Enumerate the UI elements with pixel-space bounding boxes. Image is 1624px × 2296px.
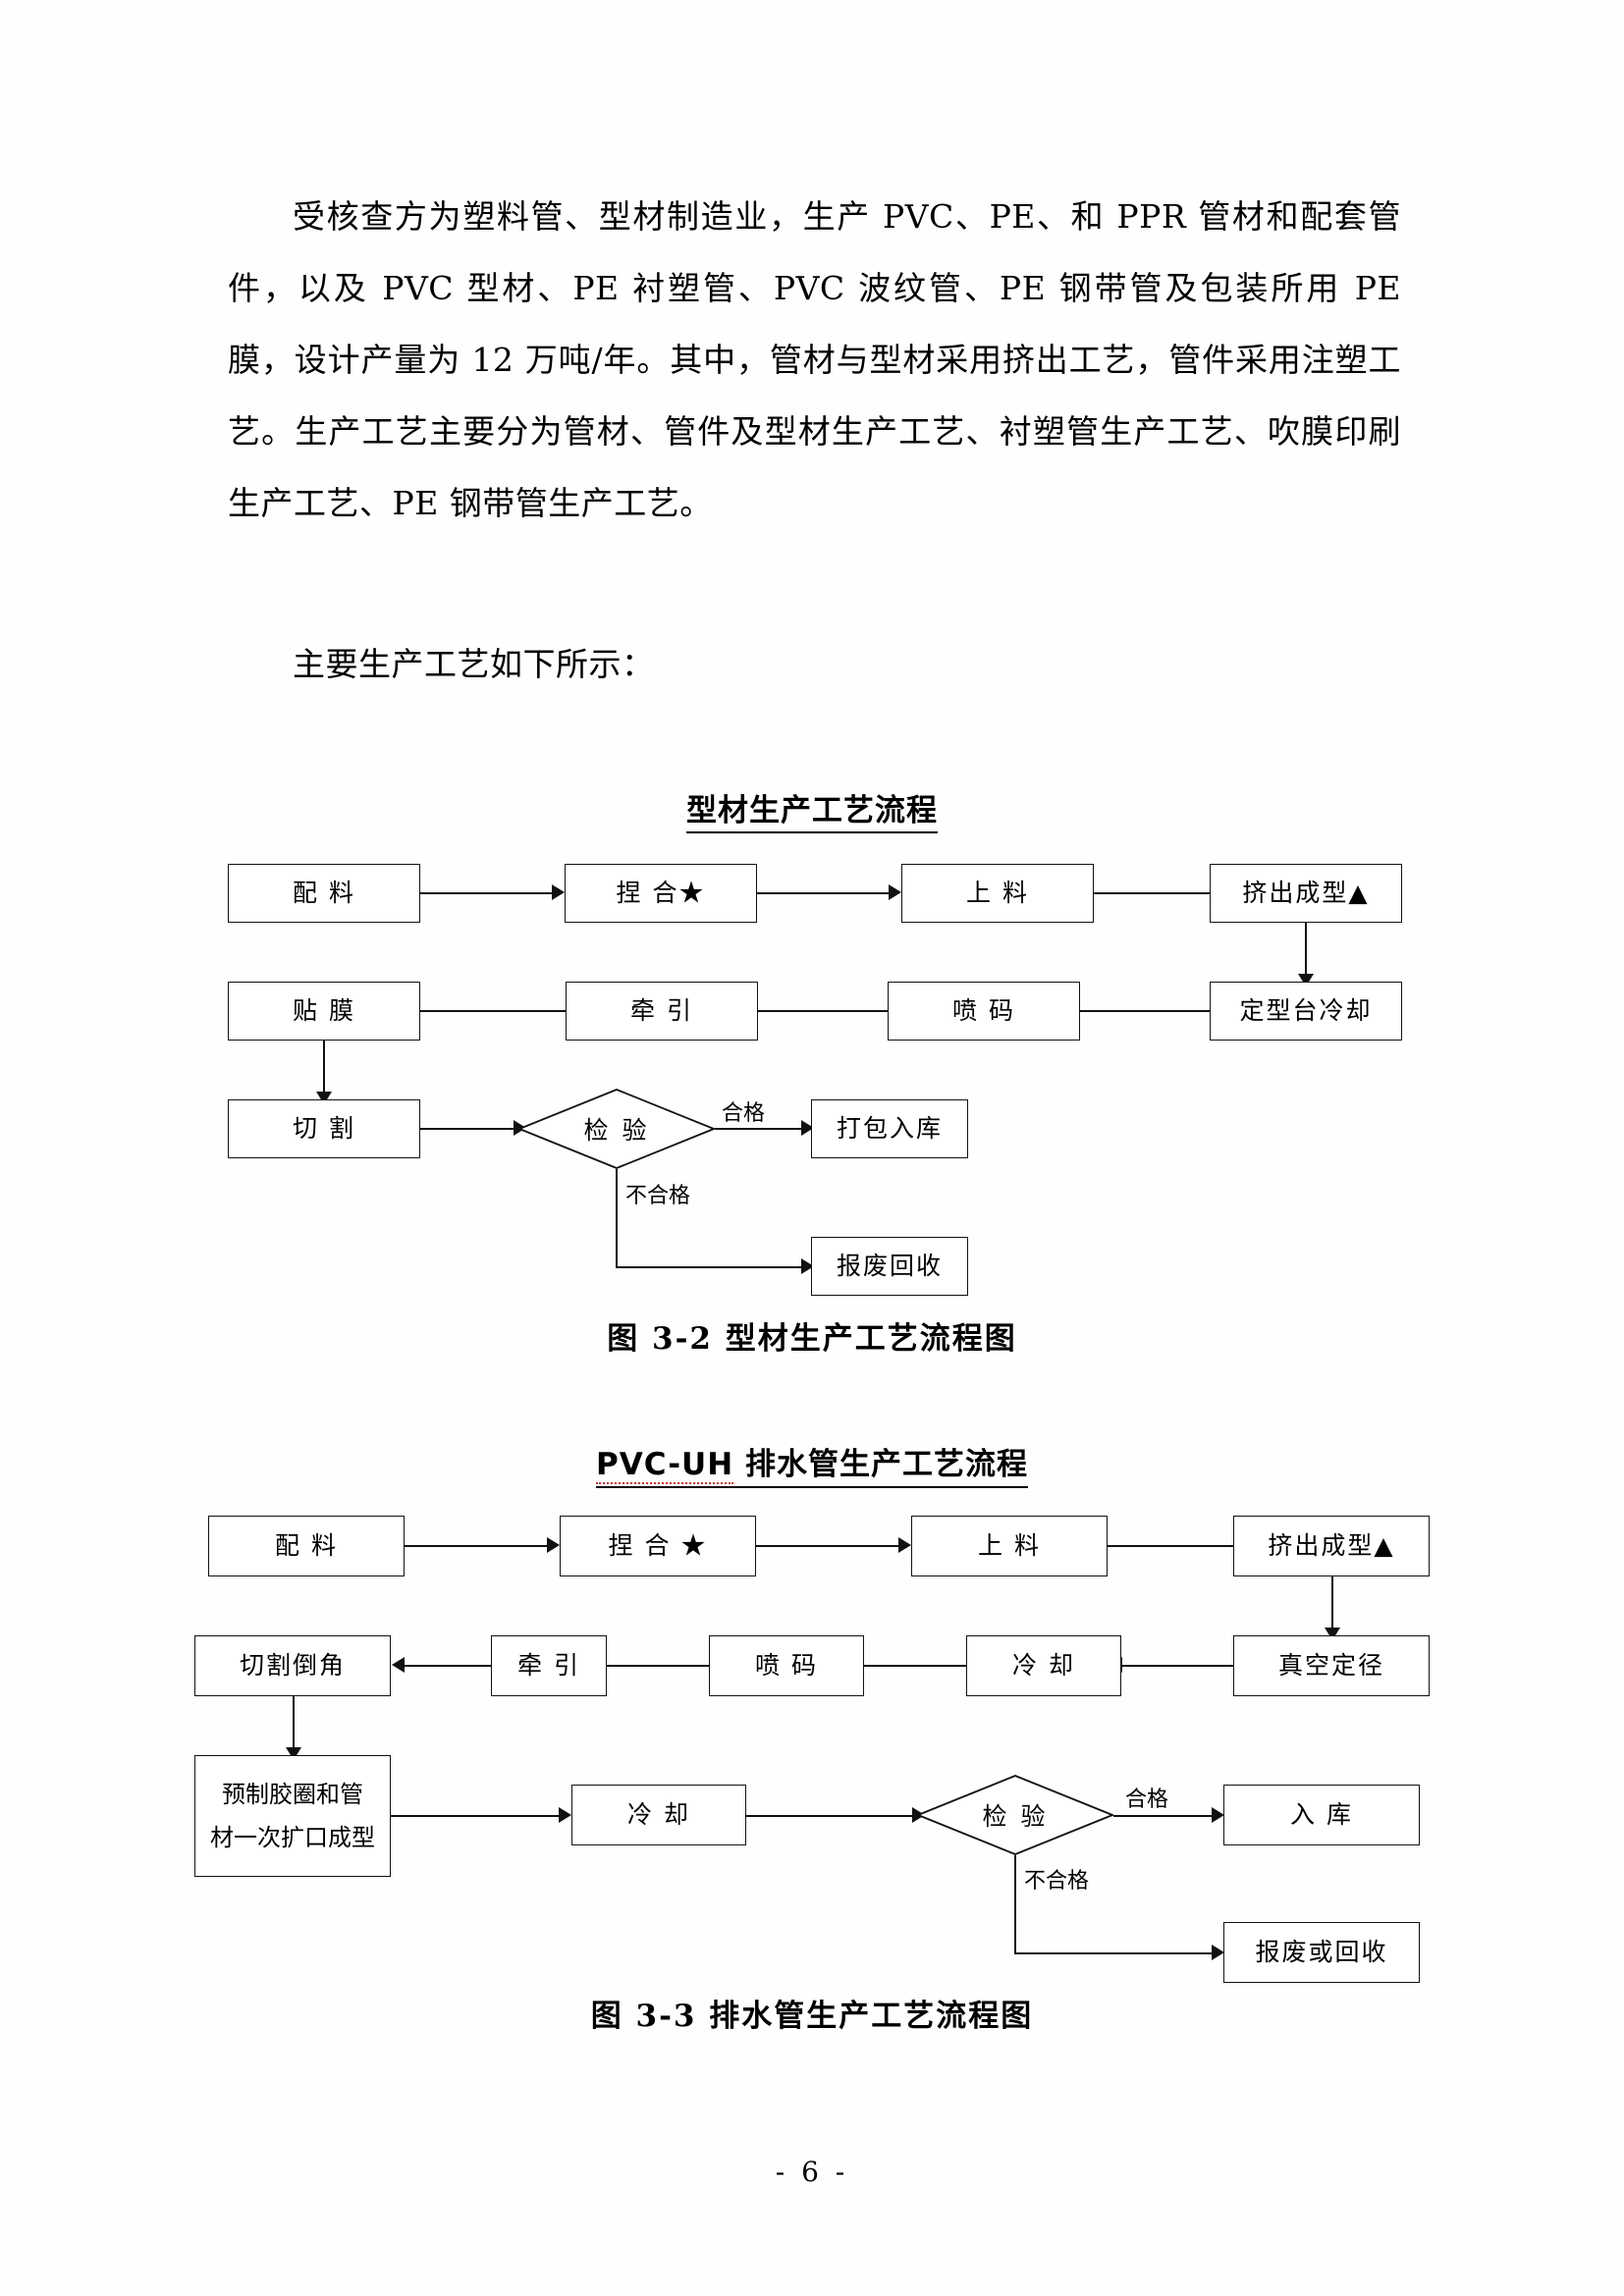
flow1-edge-6 xyxy=(758,1010,888,1012)
flow1-node-dabaoruku: 打包入库 xyxy=(811,1099,968,1158)
flow1-edge-9 xyxy=(420,1128,514,1130)
flow2-arrow-2 xyxy=(898,1537,911,1553)
flowchart2-caption: 图 3-3 排水管生产工艺流程图 xyxy=(590,1999,1034,2034)
flow1-edge-pass xyxy=(715,1128,801,1130)
flow1-node-peiliao: 配 料 xyxy=(228,864,420,923)
flow2-node-baofeihuishou: 报废或回收 xyxy=(1223,1922,1420,1983)
flow2-node-ruku: 入 库 xyxy=(1223,1785,1420,1845)
flow1-edge-1 xyxy=(420,892,552,894)
flow2-edge-label-pass: 合格 xyxy=(1125,1788,1169,1812)
flow1-edge-fail-h xyxy=(616,1266,801,1268)
diamond-shape-icon xyxy=(518,1089,715,1169)
flowchart1-title-text: 型材生产工艺流程 xyxy=(686,785,938,833)
flow2-arrow-pass xyxy=(1212,1807,1224,1823)
flow2-node-niehe: 捏 合 ★ xyxy=(560,1516,756,1576)
flow2-arrow-1 xyxy=(547,1537,560,1553)
flowchart2-title: PVC-UH 排水管生产工艺流程 xyxy=(0,1439,1624,1488)
flowchart2-title-rest: 排水管生产工艺流程 xyxy=(733,1447,1028,1482)
diamond-shape-icon xyxy=(917,1775,1113,1855)
flow2-node-qianyin: 牵 引 xyxy=(491,1635,607,1696)
flow2-node-zhenkongdingjing: 真空定径 xyxy=(1233,1635,1430,1696)
flow2-edge-label-fail: 不合格 xyxy=(1024,1869,1090,1894)
flow2-node-yuzhijiaoquan: 预制胶圈和管 材一次扩口成型 xyxy=(194,1755,391,1877)
flow2-node-yuzhijiaoquan-line2: 材一次扩口成型 xyxy=(210,1824,375,1851)
flow2-decision-label: 检 验 xyxy=(982,1802,1049,1831)
page-number: - 6 - xyxy=(775,2156,849,2188)
flow1-edge-2 xyxy=(757,892,889,894)
flow2-node-jichu: 挤出成型▲ xyxy=(1233,1516,1430,1576)
flow1-node-penma: 喷 码 xyxy=(888,982,1080,1041)
flow1-arrow-1 xyxy=(552,884,565,900)
flow2-edge-4 xyxy=(1331,1576,1333,1628)
flow2-node-peiliao: 配 料 xyxy=(208,1516,405,1576)
flow1-edge-4 xyxy=(1305,923,1307,974)
flow1-node-qiege: 切 割 xyxy=(228,1099,420,1158)
flowchart2-title-wrap: PVC-UH 排水管生产工艺流程 xyxy=(596,1439,1028,1488)
flow2-edge-8 xyxy=(405,1665,491,1667)
flow1-node-shangliao: 上 料 xyxy=(901,864,1094,923)
lead-in-paragraph: 主要生产工艺如下所示： xyxy=(293,645,655,683)
flow2-arrow-fail xyxy=(1212,1945,1224,1960)
flow2-node-lengque2: 冷 却 xyxy=(571,1785,746,1845)
flow2-node-shangliao: 上 料 xyxy=(911,1516,1108,1576)
flowchart1-title: 型材生产工艺流程 xyxy=(0,785,1624,833)
flow2-node-penma: 喷 码 xyxy=(709,1635,864,1696)
flow2-edge-5 xyxy=(1122,1665,1233,1667)
flow2-edge-9 xyxy=(293,1696,295,1747)
flow1-edge-3 xyxy=(1094,892,1225,894)
flow1-arrow-pass xyxy=(801,1120,814,1136)
flow2-edge-7 xyxy=(607,1665,709,1667)
flow2-edge-11 xyxy=(746,1815,912,1817)
flow1-edge-label-fail: 不合格 xyxy=(625,1184,691,1208)
flow1-node-baofeihuishou: 报废回收 xyxy=(811,1237,968,1296)
flow2-arrow-8 xyxy=(392,1657,405,1673)
flowchart2-title-prefix: PVC-UH xyxy=(596,1447,734,1484)
flow1-arrow-fail xyxy=(801,1258,814,1274)
flow2-edge-fail-h xyxy=(1014,1952,1212,1954)
flow1-node-qianyin: 牵 引 xyxy=(566,982,758,1041)
flowchart1-caption: 图 3-2 型材生产工艺流程图 xyxy=(607,1321,1017,1357)
flow2-edge-pass xyxy=(1113,1815,1212,1817)
flow1-edge-5 xyxy=(1080,1010,1210,1012)
flow2-arrow-10 xyxy=(559,1807,571,1823)
flow1-node-tiemo: 贴 膜 xyxy=(228,982,420,1041)
flow2-edge-2 xyxy=(756,1545,898,1547)
flow1-edge-7 xyxy=(420,1010,566,1012)
flow1-node-dingxingtai: 定型台冷却 xyxy=(1210,982,1402,1041)
flow2-node-qiegedaojiao: 切割倒角 xyxy=(194,1635,391,1696)
flow2-decision-jianyan: 检 验 xyxy=(917,1775,1113,1855)
flow1-edge-fail-v xyxy=(616,1169,618,1267)
flow1-node-jichu: 挤出成型▲ xyxy=(1210,864,1402,923)
flow2-edge-3 xyxy=(1108,1545,1250,1547)
flow1-edge-label-pass: 合格 xyxy=(722,1101,766,1126)
flow2-edge-10 xyxy=(391,1815,559,1817)
flow2-node-lengque1: 冷 却 xyxy=(966,1635,1121,1696)
flow2-edge-6 xyxy=(864,1665,966,1667)
flow1-decision-jianyan: 检 验 xyxy=(518,1089,715,1169)
flow1-node-niehe: 捏 合★ xyxy=(565,864,757,923)
flow2-node-yuzhijiaoquan-line1: 预制胶圈和管 xyxy=(222,1781,363,1808)
flow1-arrow-2 xyxy=(889,884,901,900)
intro-paragraph: 受核查方为塑料管、型材制造业，生产 PVC、PE、和 PPR 管材和配套管件，以… xyxy=(228,197,1401,522)
flow2-edge-fail-v xyxy=(1014,1855,1016,1953)
flow2-edge-1 xyxy=(405,1545,547,1547)
flow1-decision-label: 检 验 xyxy=(583,1116,650,1145)
flow1-edge-8 xyxy=(323,1041,325,1092)
